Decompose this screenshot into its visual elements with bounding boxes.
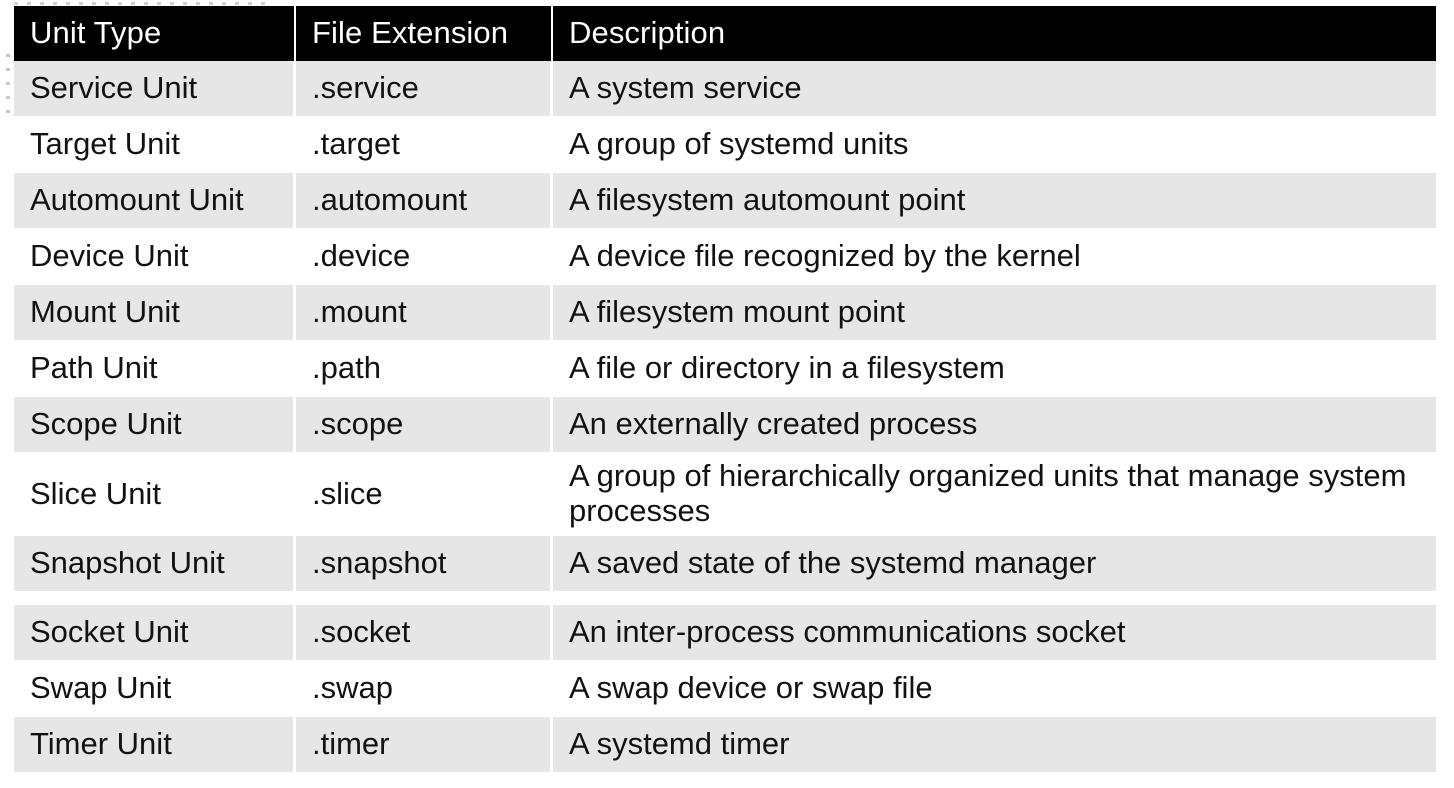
cell-unit-type: Timer Unit — [14, 717, 296, 774]
cell-unit-type: Automount Unit — [14, 173, 296, 229]
cell-file-extension: .socket — [296, 605, 553, 662]
unit-types-table-container: Unit Type File Extension Description Ser… — [14, 6, 1436, 774]
placeholder-guide-left — [6, 54, 10, 124]
cell-file-extension: .path — [296, 341, 553, 397]
cell-description: A systemd timer — [553, 717, 1436, 774]
column-header-file-extension: File Extension — [296, 6, 553, 61]
table-header-row: Unit Type File Extension Description — [14, 6, 1436, 61]
cell-description: An inter-process communications socket — [553, 605, 1436, 662]
cell-description: A file or directory in a filesystem — [553, 341, 1436, 397]
cell-unit-type: Snapshot Unit — [14, 536, 296, 593]
cell-file-extension: .swap — [296, 661, 553, 718]
cell-description: A device file recognized by the kernel — [553, 229, 1436, 285]
cell-file-extension: .snapshot — [296, 536, 553, 593]
placeholder-guide-top — [14, 2, 270, 5]
column-header-unit-type: Unit Type — [14, 6, 296, 61]
cell-description: An externally created process — [553, 397, 1436, 453]
cell-description: A swap device or swap file — [553, 661, 1436, 718]
cell-description: A saved state of the systemd manager — [553, 536, 1436, 593]
cell-unit-type: Device Unit — [14, 229, 296, 285]
cell-file-extension: .slice — [296, 453, 553, 537]
cell-description: A filesystem mount point — [553, 285, 1436, 341]
cell-file-extension: .timer — [296, 717, 553, 774]
cell-unit-type: Swap Unit — [14, 661, 296, 718]
cell-unit-type: Scope Unit — [14, 397, 296, 453]
cell-unit-type: Slice Unit — [14, 453, 296, 537]
cell-file-extension: .scope — [296, 397, 553, 453]
cell-description: A group of systemd units — [553, 117, 1436, 173]
cell-file-extension: .automount — [296, 173, 553, 229]
cell-file-extension: .target — [296, 117, 553, 173]
cell-description: A group of hierarchically organized unit… — [553, 453, 1436, 537]
table-section-gap — [14, 592, 1436, 606]
cell-unit-type: Socket Unit — [14, 605, 296, 662]
cell-description: A filesystem automount point — [553, 173, 1436, 229]
cell-unit-type: Target Unit — [14, 117, 296, 173]
cell-file-extension: .service — [296, 61, 553, 117]
column-header-description: Description — [553, 6, 1436, 61]
table-header: Unit Type File Extension Description — [14, 6, 1436, 61]
cell-description: A system service — [553, 61, 1436, 117]
table-section-gap-cell — [14, 592, 1436, 606]
cell-unit-type: Mount Unit — [14, 285, 296, 341]
cell-file-extension: .device — [296, 229, 553, 285]
unit-types-table: Unit Type File Extension Description Ser… — [14, 6, 1436, 774]
cell-file-extension: .mount — [296, 285, 553, 341]
cell-unit-type: Service Unit — [14, 61, 296, 117]
cell-unit-type: Path Unit — [14, 341, 296, 397]
